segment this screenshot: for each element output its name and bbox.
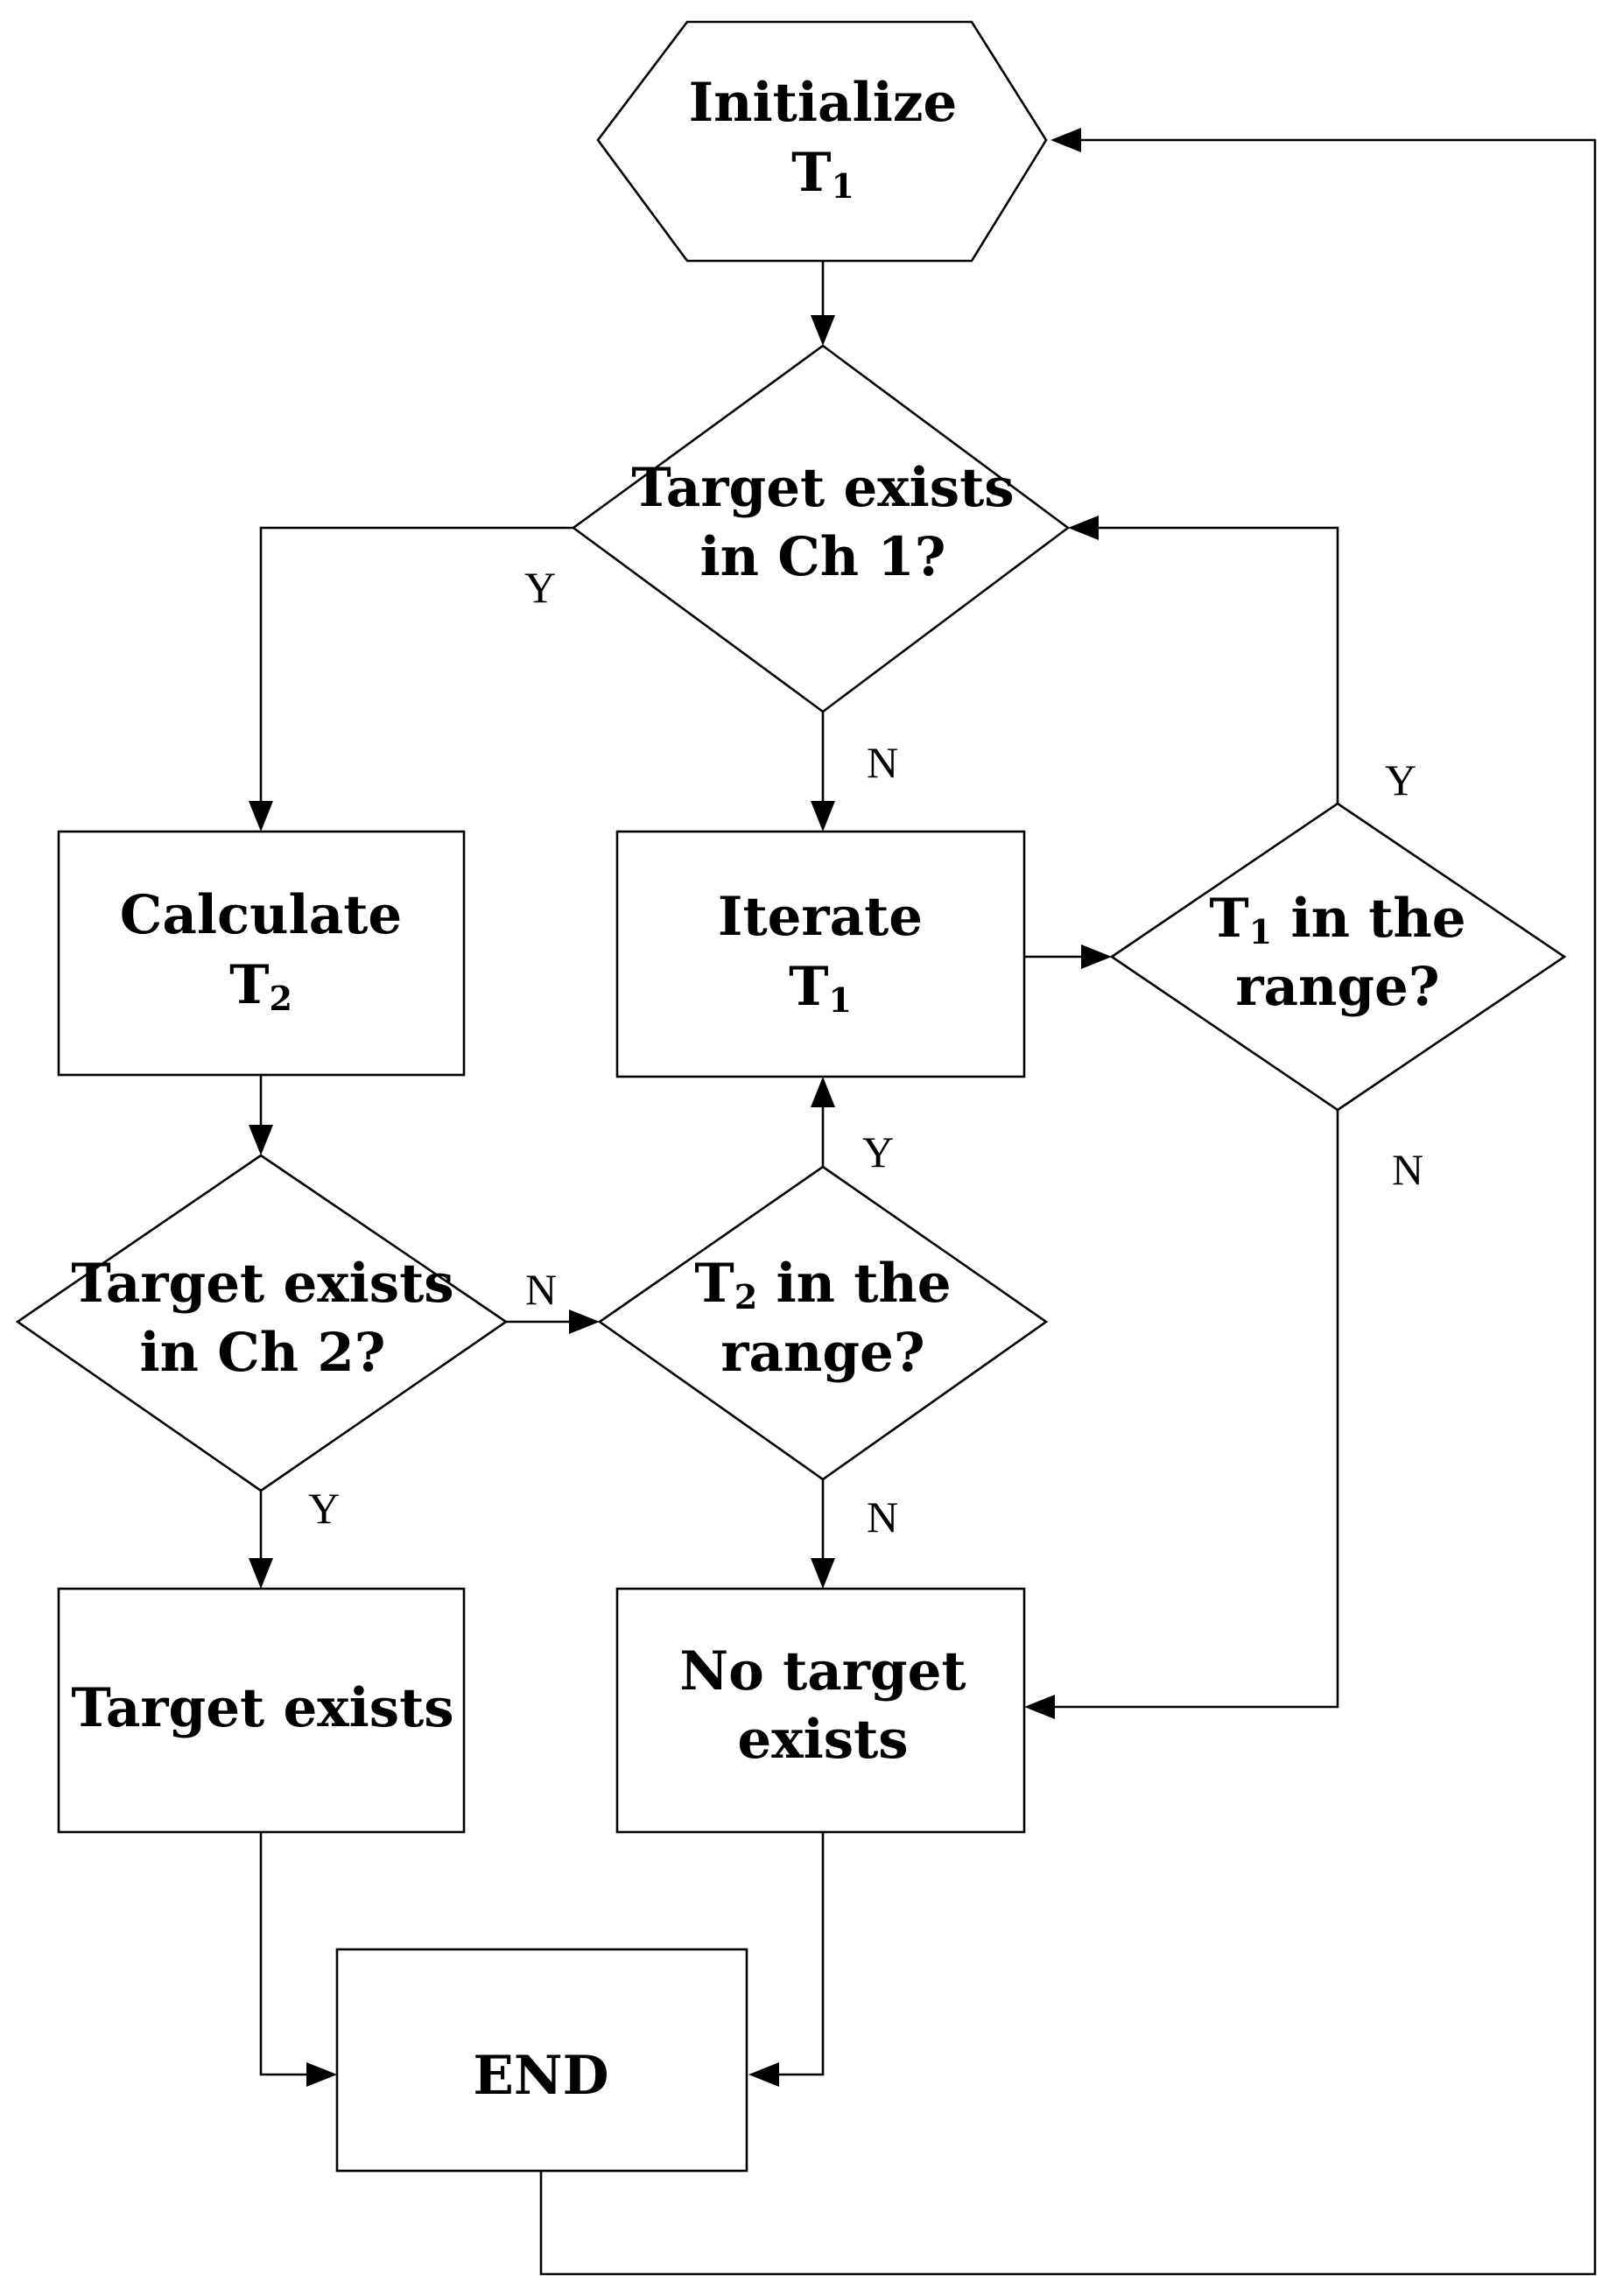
target-ch2-label-1: Target exists [71,1253,453,1315]
node-target-ch1: Target exists in Ch 1? [571,344,1071,713]
target-ch2-diamond [15,1154,509,1492]
node-iterate: Iterate T1 [615,830,1026,1078]
arrowhead [306,2062,337,2087]
arrowhead [811,315,835,346]
edge-label-t1-range-no: N [1392,1145,1423,1194]
arrowhead [748,2062,779,2087]
t1-range-label-2: range? [1235,956,1439,1018]
target-ch1-diamond [571,344,1071,713]
iterate-label: Iterate [718,886,923,948]
edge-t1range-no [1050,1110,1339,1709]
edge-label-t2-range-yes: Y [862,1127,894,1176]
edge-notarget-to-end [775,1832,825,2076]
edge-t1range-yes [1094,526,1339,804]
node-t1-range: T1 in the range? [1109,802,1567,1112]
arrowhead [1024,1695,1055,1719]
no-target-box [615,1587,1026,1834]
no-target-label-1: No target [679,1640,966,1703]
arrowhead [569,1309,600,1334]
target-ch1-label-2: in Ch 1? [699,526,945,588]
target-exists-label: Target exists [71,1677,453,1739]
end-label: END [473,2045,608,2107]
node-target-exists: Target exists [57,1587,466,1834]
initialize-label: Initialize [689,72,958,134]
calculate-label: Calculate [120,884,402,946]
iterate-box [615,830,1026,1078]
node-t2-range: T2 in the range? [597,1165,1049,1481]
target-ch1-label-1: Target exists [631,457,1014,519]
edge-end-loop [539,138,1597,2276]
arrowhead [249,1125,273,1155]
t2-range-diamond [597,1165,1049,1481]
calculate-box [57,830,466,1077]
arrowhead [1068,516,1099,540]
initialize-variable: T1 [791,142,854,206]
target-exists-box [57,1587,466,1834]
arrowhead [249,1558,273,1589]
calculate-variable: T2 [229,954,292,1018]
arrowhead [249,801,273,832]
target-ch2-label-2: in Ch 2? [139,1322,385,1384]
arrowhead [1081,944,1112,969]
edge-target-to-end [259,1832,311,2076]
arrowhead [811,801,835,832]
edge-label-ch1-yes: Y [524,563,556,612]
connectors [249,128,1597,2276]
node-calculate: Calculate T2 [57,830,466,1077]
arrowhead [1050,128,1081,152]
arrowhead [811,1558,835,1589]
iterate-variable: T1 [789,956,852,1020]
edge-label-t1-range-yes: Y [1385,755,1416,804]
edge-label-t2-range-no: N [867,1492,898,1541]
t1-range-label-1: T1 in the [1209,888,1465,951]
t1-range-diamond [1109,802,1567,1112]
no-target-label-2: exists [737,1709,908,1771]
node-end: END [335,1948,748,2173]
node-no-target: No target exists [615,1587,1026,1834]
edge-label-ch2-yes: Y [308,1484,340,1533]
edge-label-ch2-no: N [525,1265,557,1314]
node-initialize: Initialize T1 [596,20,1048,263]
end-box [335,1948,748,2173]
initialize-hexagon [596,20,1048,263]
node-target-ch2: Target exists in Ch 2? [15,1154,509,1492]
t2-range-label-1: T2 in the [694,1253,951,1317]
edge-ch1-yes [259,526,573,805]
arrowhead [811,1077,835,1107]
edge-labels: Y N Y N N Y Y N [308,563,1423,1541]
t2-range-label-2: range? [720,1322,924,1384]
edge-label-ch1-no: N [867,738,898,787]
